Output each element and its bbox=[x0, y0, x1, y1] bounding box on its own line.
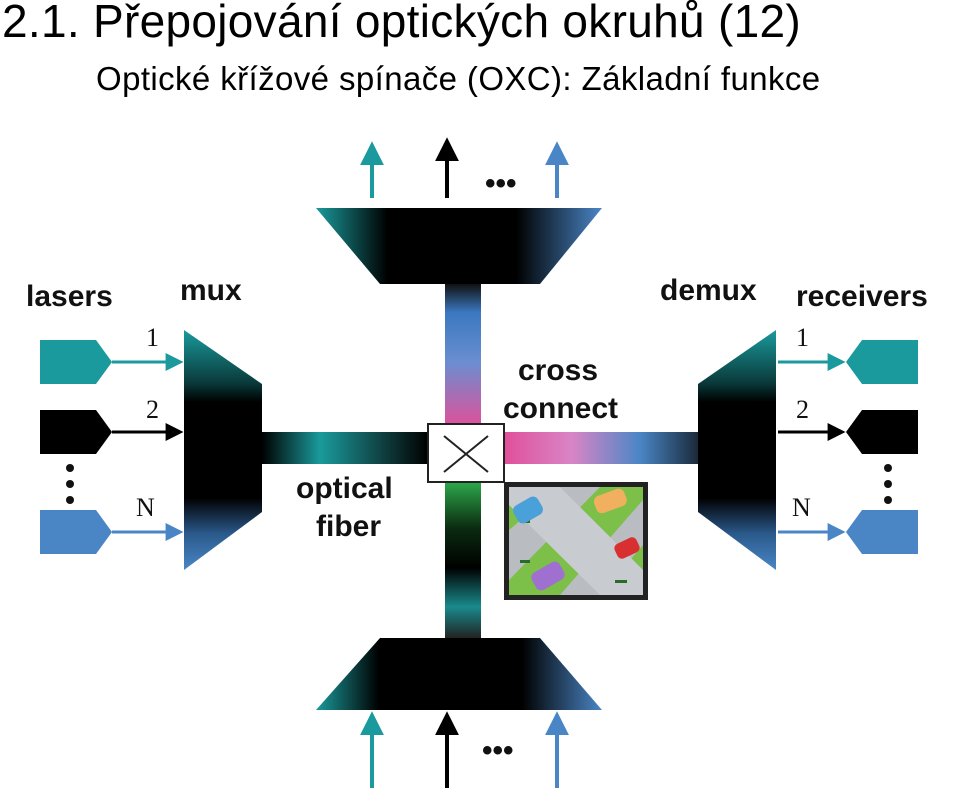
page-title: 2.1. Přepojování optických okruhů (12) bbox=[2, 0, 801, 47]
fiber-vertical-bottom bbox=[445, 482, 481, 638]
optical-fiber-label-2: fiber bbox=[316, 510, 381, 543]
channel-1-right: 1 bbox=[796, 323, 809, 352]
receiver-dot bbox=[884, 496, 892, 504]
fiber-horizontal-right bbox=[504, 432, 698, 464]
laser-n bbox=[40, 510, 112, 554]
top-switch-trapezoid bbox=[316, 208, 602, 284]
demux-label: demux bbox=[660, 274, 757, 307]
top-ellipsis: ••• bbox=[485, 167, 517, 200]
receiver-1 bbox=[846, 340, 918, 384]
laser-dot bbox=[66, 480, 74, 488]
channel-1-left: 1 bbox=[146, 323, 159, 352]
mux-trapezoid bbox=[184, 330, 262, 570]
page-subtitle: Optické křížové spínače (OXC): Základní … bbox=[96, 60, 821, 97]
receiver-n bbox=[846, 510, 918, 554]
cross-connect-label-1: cross bbox=[518, 354, 598, 387]
receivers-label: receivers bbox=[796, 280, 928, 313]
lasers-label: lasers bbox=[26, 280, 113, 313]
receivers-group bbox=[778, 340, 918, 554]
laser-dot bbox=[66, 496, 74, 504]
channel-n-right: N bbox=[792, 493, 811, 522]
traffic-intersection-icon bbox=[504, 482, 648, 600]
bottom-ellipsis: ••• bbox=[482, 734, 514, 767]
laser-2 bbox=[40, 410, 112, 454]
fiber-horizontal-left bbox=[262, 432, 428, 464]
top-switch: ••• bbox=[316, 137, 602, 284]
mux-label: mux bbox=[180, 274, 242, 307]
channel-n-left: N bbox=[136, 493, 155, 522]
demux-trapezoid bbox=[698, 330, 776, 570]
channel-2-right: 2 bbox=[796, 395, 809, 424]
fiber-vertical-top bbox=[445, 284, 481, 426]
cross-connect-label-2: connect bbox=[503, 392, 618, 425]
laser-dot bbox=[66, 464, 74, 472]
receiver-dot bbox=[884, 480, 892, 488]
lasers-group bbox=[40, 340, 184, 554]
receiver-2 bbox=[846, 410, 918, 454]
bottom-switch: ••• bbox=[316, 638, 602, 788]
cross-connect-switch bbox=[427, 423, 505, 483]
optical-fiber-label-1: optical bbox=[296, 472, 393, 505]
laser-1 bbox=[40, 340, 112, 384]
bottom-switch-trapezoid bbox=[316, 638, 602, 710]
channel-2-left: 2 bbox=[146, 395, 159, 424]
receiver-dot bbox=[884, 464, 892, 472]
